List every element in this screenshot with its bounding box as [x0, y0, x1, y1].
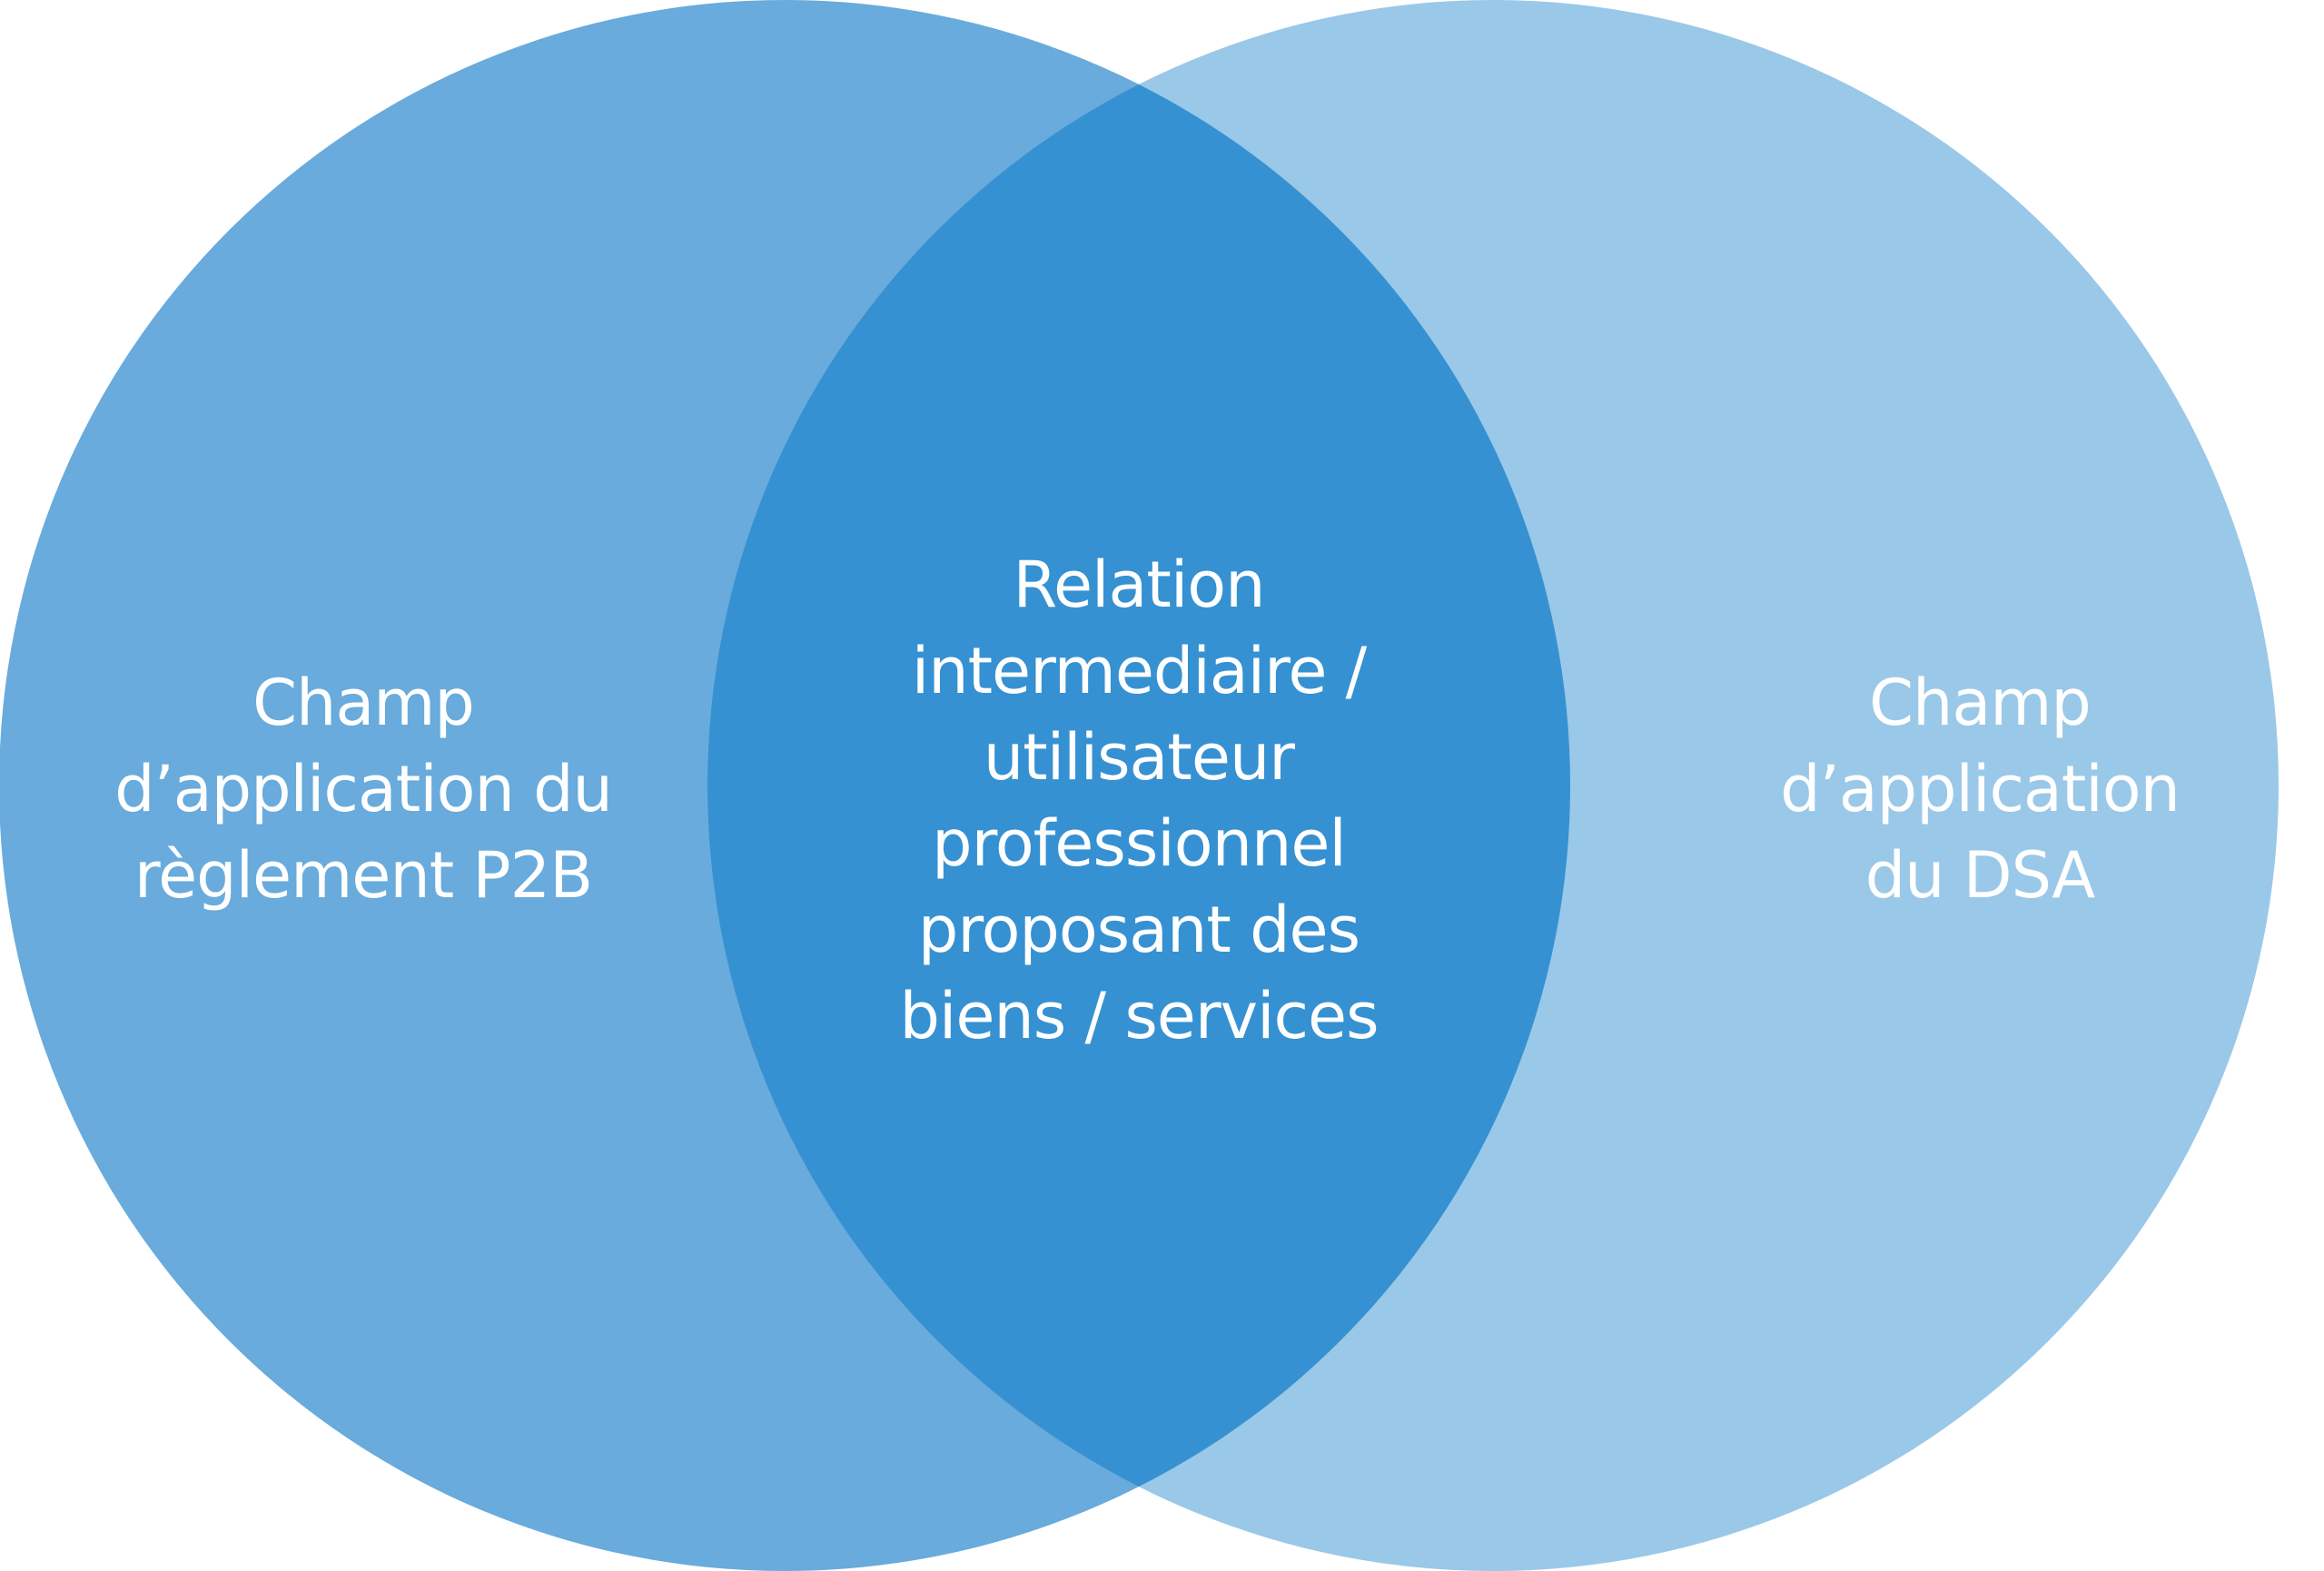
intersection-label-line: intermediaire / [911, 634, 1368, 708]
dsa-label-line: du DSA [1864, 838, 2096, 913]
dsa-label-line: Champ [1869, 666, 2092, 740]
p2b-label-line: Champ [252, 666, 475, 740]
intersection-label-line: biens / services [899, 979, 1379, 1053]
intersection-label-line: professionnel [932, 806, 1347, 881]
intersection-label-line: Relation [1013, 548, 1266, 622]
intersection-label: Relation intermediaire / utilisateur pro… [866, 542, 1411, 1060]
intersection-label-line: utilisateur [983, 720, 1295, 795]
p2b-scope-label: Champ d’application du règlement P2B [91, 660, 636, 919]
dsa-label-line: d’application [1780, 752, 2181, 826]
intersection-region [707, 0, 1570, 1571]
p2b-label-line: règlement P2B [134, 838, 593, 913]
p2b-label-line: d’application du [114, 752, 613, 826]
dsa-scope-label: Champ d’application du DSA [1707, 660, 2252, 919]
intersection-label-line: proposant des [917, 893, 1360, 967]
